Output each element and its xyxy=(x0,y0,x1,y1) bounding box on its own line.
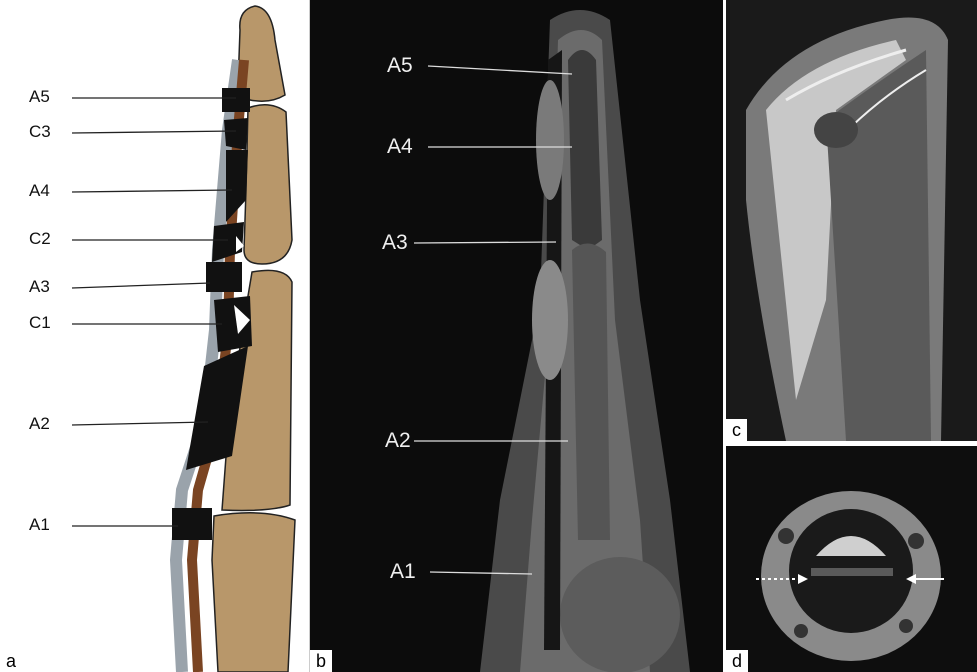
label-c1: C1 xyxy=(29,313,51,333)
label-a3: A3 xyxy=(29,277,50,297)
label-a4: A4 xyxy=(29,181,50,201)
label-a1: A1 xyxy=(29,515,50,535)
label-c2: C2 xyxy=(29,229,51,249)
label-b-a2: A2 xyxy=(385,429,411,453)
label-b-a4: A4 xyxy=(387,135,413,159)
panel-c-mri-flexed: c xyxy=(726,0,977,441)
panel-a-tag: a xyxy=(0,650,22,672)
panel-b-tag: b xyxy=(310,650,332,672)
panel-c-tag: c xyxy=(726,419,747,441)
label-b-a3: A3 xyxy=(382,231,408,255)
panel-d-tag: d xyxy=(726,650,748,672)
label-c3: C3 xyxy=(29,122,51,142)
label-a2: A2 xyxy=(29,414,50,434)
panel-b-mri-sagittal: A5 A4 A3 A2 A1 b xyxy=(310,0,723,672)
panel-a-illustration: A5 C3 A4 C2 A3 C1 A2 A1 a xyxy=(0,0,310,672)
mri-flexed-finger-image xyxy=(726,0,977,441)
label-b-a5: A5 xyxy=(387,54,413,78)
label-a5: A5 xyxy=(29,87,50,107)
panel-d-mri-axial: d xyxy=(726,446,977,672)
mri-finger-image xyxy=(310,0,723,672)
mri-axial-finger-image xyxy=(726,446,977,672)
label-b-a1: A1 xyxy=(390,560,416,584)
